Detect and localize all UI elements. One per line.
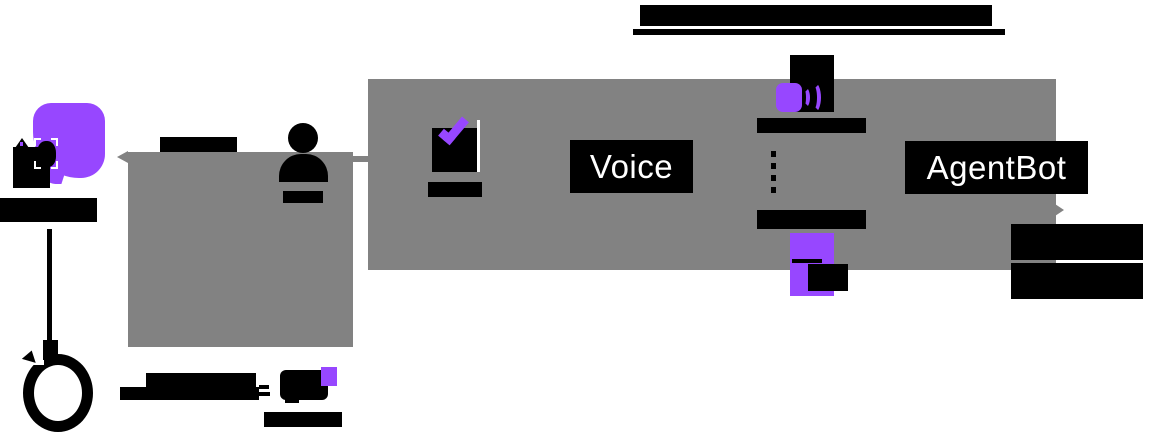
customer-label-redacted [0, 198, 97, 222]
checkbox-label-redacted [428, 182, 482, 197]
speaker-label-redacted [757, 118, 866, 133]
loop-ring-gap [30, 349, 44, 365]
chat-device-base [285, 399, 299, 403]
bottom-note-dash-2 [257, 392, 270, 396]
person-head [288, 123, 318, 153]
arrow-right-icon [1052, 202, 1064, 218]
chat-device-icon [280, 370, 328, 400]
title-underline [633, 29, 1005, 35]
voice-label-text: Voice [589, 147, 674, 185]
loop-ring-tab [43, 340, 58, 360]
speaker-volume-icon [776, 83, 802, 112]
face-scan-icon [34, 138, 58, 169]
warning-triangle-dot [20, 142, 23, 146]
bottom-note-line-2-redacted [120, 387, 259, 400]
chat-device-label-redacted [264, 412, 342, 427]
pipeline-step-label-redacted [757, 210, 866, 229]
face-scan-corner-br [51, 161, 58, 169]
refresh-loop-icon [20, 338, 98, 436]
agent-box-label-redacted [160, 137, 237, 152]
phone-icon-dash [792, 259, 822, 263]
arrow-left-icon [117, 151, 128, 163]
title-redacted-bar [640, 5, 992, 26]
agent-box [128, 152, 353, 347]
face-scan-corner-tl [34, 138, 41, 146]
dotted-connector-dot-1 [771, 151, 776, 157]
output-line-1-redacted [1011, 224, 1143, 260]
face-scan-corner-bl [34, 161, 41, 169]
customer-loop-connector [47, 229, 52, 346]
person-body [279, 154, 328, 182]
dotted-connector-dot-3 [771, 175, 776, 181]
agentbot-label-box: AgentBot [905, 141, 1088, 194]
chat-device-badge [321, 367, 337, 386]
speaker-wave-large [807, 82, 821, 113]
checkbox-edge-highlight [477, 120, 480, 172]
loop-ring [23, 354, 93, 432]
agentbot-label-text: AgentBot [926, 148, 1067, 186]
person-icon [279, 123, 328, 183]
bottom-note-line-1-redacted [146, 373, 256, 387]
agent-person-label-redacted [283, 191, 323, 203]
phone-icon [808, 264, 848, 291]
bottom-note-dash-1 [259, 385, 269, 389]
agent-band-connector [353, 156, 368, 162]
output-line-2-redacted [1011, 263, 1143, 299]
checkbox-icon [432, 128, 478, 172]
arrow-right-tail [1043, 207, 1053, 212]
face-scan-corner-tr [51, 138, 58, 146]
dotted-connector-dot-4 [771, 187, 776, 193]
face-scan-blob [37, 141, 56, 167]
dotted-connector-dot-2 [771, 163, 776, 169]
voice-label-box: Voice [570, 140, 693, 193]
